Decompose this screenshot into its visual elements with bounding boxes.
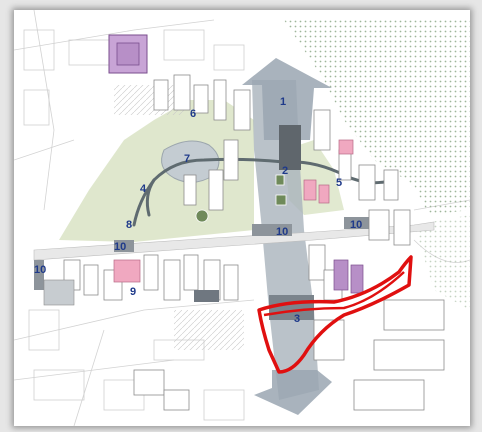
map-frame: 1 2 3 4 5 6 7 8 9 10 10 10 10 xyxy=(14,10,470,426)
label-10-d: 10 xyxy=(34,264,46,276)
park-area xyxy=(59,100,254,242)
label-2: 2 xyxy=(282,165,288,177)
label-7: 7 xyxy=(184,153,190,165)
south-flow-arrow xyxy=(254,370,332,415)
north-flow-arrow xyxy=(242,58,332,140)
grey-block-2 xyxy=(43,279,75,306)
label-1: 1 xyxy=(280,96,286,108)
hatched-zone xyxy=(114,85,184,115)
grey-block-3 xyxy=(194,290,219,302)
label-6: 6 xyxy=(190,108,196,120)
buildings xyxy=(63,74,445,411)
label-10-c: 10 xyxy=(114,241,126,253)
forest-area xyxy=(284,20,470,215)
map-labels: 1 2 3 4 5 6 7 8 9 10 10 10 10 xyxy=(34,96,362,325)
background-buildings xyxy=(23,29,245,421)
forest-area-right xyxy=(414,215,470,310)
label-4: 4 xyxy=(140,183,147,195)
purple-buildings-lower xyxy=(333,259,364,294)
green-markers xyxy=(195,174,287,223)
pink-buildings xyxy=(113,139,354,283)
background-streets xyxy=(14,10,470,426)
hatched-zone-2 xyxy=(174,310,244,350)
label-8: 8 xyxy=(126,219,132,231)
label-10-a: 10 xyxy=(276,226,288,238)
urban-plan-map: 1 2 3 4 5 6 7 8 9 10 10 10 10 xyxy=(14,10,470,426)
dark-building xyxy=(279,125,301,170)
label-3: 3 xyxy=(294,313,300,325)
grey-block xyxy=(269,295,314,320)
red-annotation-outline xyxy=(257,255,413,374)
label-10-b: 10 xyxy=(350,219,362,231)
red-annotation-inner xyxy=(263,271,405,317)
purple-building xyxy=(108,34,148,74)
label-9: 9 xyxy=(130,286,136,298)
label-5: 5 xyxy=(336,177,342,189)
